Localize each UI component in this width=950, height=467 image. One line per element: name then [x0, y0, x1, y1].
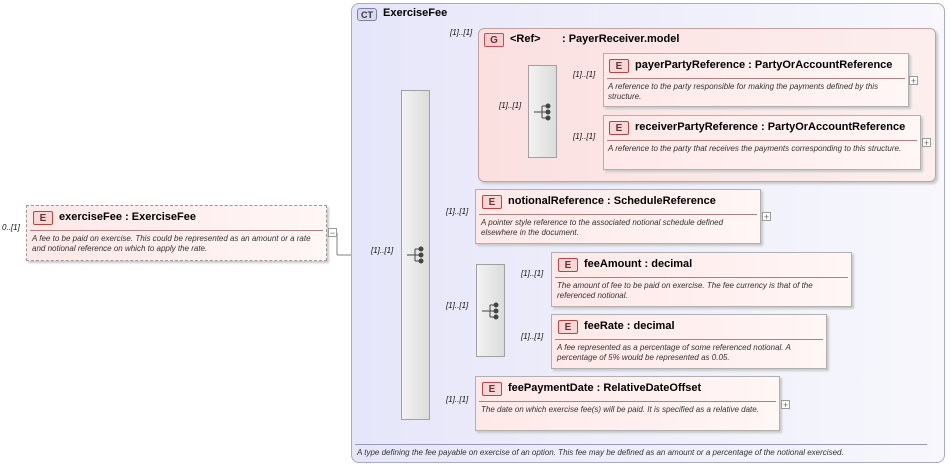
- type-separator: :: [122, 211, 132, 223]
- feepaymentdate-description: The date on which exercise fee(s) will b…: [481, 405, 759, 414]
- root-element-description: A fee to be paid on exercise. This could…: [32, 234, 311, 253]
- notional-cardinality: [1]..[1]: [446, 207, 469, 216]
- divider: [555, 339, 823, 340]
- divider: [555, 277, 848, 278]
- element-badge: E: [33, 211, 53, 225]
- root-element-name: exerciseFee: [59, 211, 122, 223]
- sequence-icon: [534, 103, 551, 121]
- element-badge: E: [558, 320, 578, 334]
- complex-type-description: A type defining the fee payable on exerc…: [357, 448, 844, 457]
- payer-description: A reference to the party responsible for…: [608, 82, 879, 101]
- root-element-type: ExerciseFee: [131, 211, 196, 223]
- type-separator: :: [641, 258, 652, 270]
- feepaymentdate-name: feePaymentDate: [508, 382, 594, 394]
- sequence-icon: [482, 302, 499, 320]
- receiver-cardinality: [1]..[1]: [573, 132, 596, 141]
- element-badge: E: [482, 382, 502, 396]
- type-separator: :: [623, 320, 634, 332]
- element-receiverpartyreference[interactable]: E receiverPartyReference : PartyOrAccoun…: [603, 115, 921, 170]
- sequence-icon: [407, 246, 424, 264]
- footer-divider: [355, 444, 927, 445]
- element-feeamount[interactable]: E feeAmount : decimal The amount of fee …: [551, 252, 852, 307]
- type-separator: :: [603, 195, 614, 207]
- payer-name: payerPartyReference: [635, 59, 746, 71]
- feepaymentdate-cardinality: [1]..[1]: [446, 395, 469, 404]
- type-separator: :: [745, 59, 755, 71]
- main-sequence-cardinality: [1]..[1]: [371, 246, 394, 255]
- feerate-title: feeRate : decimal: [584, 320, 675, 332]
- notional-description: A pointer style reference to the associa…: [481, 218, 724, 237]
- complex-type-badge: CT: [357, 8, 377, 21]
- divider: [607, 78, 905, 79]
- element-feerate[interactable]: E feeRate : decimal A fee represented as…: [551, 314, 827, 369]
- divider: [479, 401, 776, 402]
- feeamount-type: decimal: [651, 258, 693, 270]
- complex-type-title: ExerciseFee: [383, 7, 448, 19]
- feepaymentdate-title: feePaymentDate : RelativeDateOffset: [508, 382, 701, 394]
- element-badge: E: [558, 258, 578, 272]
- expand-toggle[interactable]: +: [781, 400, 790, 410]
- feerate-type: decimal: [633, 320, 675, 332]
- divider: [30, 230, 323, 231]
- expand-toggle[interactable]: +: [762, 212, 771, 222]
- divider: [479, 214, 757, 215]
- group-sequence-cardinality: [1]..[1]: [499, 101, 522, 110]
- element-feepaymentdate[interactable]: E feePaymentDate : RelativeDateOffset Th…: [475, 376, 780, 431]
- root-element-title: exerciseFee : ExerciseFee: [59, 211, 196, 223]
- element-notionalreference[interactable]: E notionalReference : ScheduleReference …: [475, 189, 761, 244]
- receiver-name: receiverPartyReference: [635, 121, 758, 133]
- payer-type: PartyOrAccountReference: [754, 59, 893, 71]
- feepaymentdate-type: RelativeDateOffset: [603, 382, 702, 394]
- element-badge: E: [482, 195, 502, 209]
- feeamount-title: feeAmount : decimal: [584, 258, 692, 270]
- group-cardinality: [1]..[1]: [450, 28, 473, 37]
- receiver-title: receiverPartyReference : PartyOrAccountR…: [635, 121, 905, 133]
- group-badge: G: [484, 33, 504, 47]
- expand-toggle[interactable]: +: [922, 138, 931, 148]
- receiver-type: PartyOrAccountReference: [767, 121, 906, 133]
- choice-cardinality: [1]..[1]: [446, 301, 469, 310]
- element-badge: E: [609, 121, 629, 135]
- notional-type: ScheduleReference: [613, 195, 716, 207]
- type-separator: :: [757, 121, 768, 133]
- type-separator: :: [593, 382, 604, 394]
- payer-cardinality: [1]..[1]: [573, 70, 596, 79]
- group-name: : PayerReceiver.model: [562, 33, 680, 45]
- group-ref-label: <Ref>: [510, 33, 541, 45]
- feerate-description: A fee represented as a percentage of som…: [557, 343, 791, 362]
- feerate-cardinality: [1]..[1]: [521, 332, 544, 341]
- element-payerpartyreference[interactable]: E payerPartyReference : PartyOrAccountRe…: [603, 53, 909, 107]
- feerate-name: feeRate: [584, 320, 624, 332]
- feeamount-description: The amount of fee to be paid on exercise…: [557, 281, 813, 300]
- element-badge: E: [609, 59, 629, 73]
- divider: [607, 140, 917, 141]
- payer-title: payerPartyReference : PartyOrAccountRefe…: [635, 59, 892, 71]
- collapse-toggle[interactable]: −: [328, 228, 337, 238]
- root-element-exercisefee[interactable]: E exerciseFee : ExerciseFee A fee to be …: [26, 205, 327, 261]
- receiver-description: A reference to the party that receives t…: [608, 144, 902, 153]
- feeamount-name: feeAmount: [584, 258, 642, 270]
- notional-title: notionalReference : ScheduleReference: [508, 195, 716, 207]
- root-cardinality: 0..[1]: [2, 223, 20, 232]
- feeamount-cardinality: [1]..[1]: [521, 269, 544, 278]
- expand-toggle[interactable]: +: [909, 76, 918, 86]
- notional-name: notionalReference: [508, 195, 604, 207]
